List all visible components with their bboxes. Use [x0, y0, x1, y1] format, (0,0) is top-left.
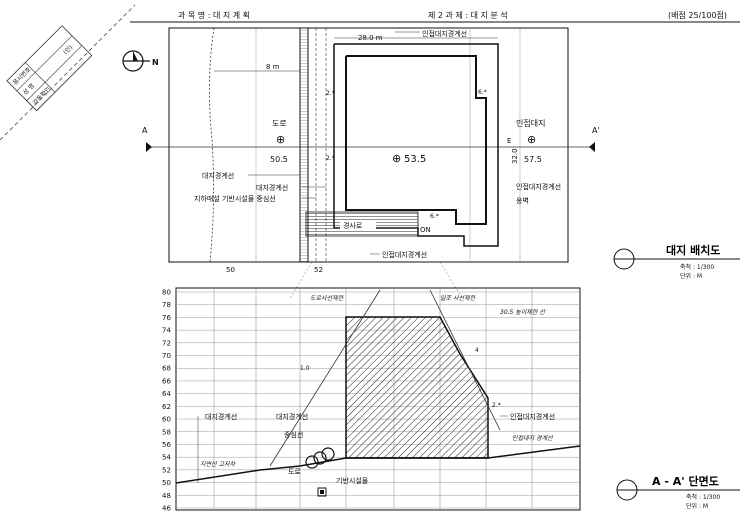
note-left: 도로사선제한: [310, 295, 345, 302]
label-adj-site: 인접대지: [516, 118, 545, 128]
el-marker-center: ⊕: [392, 152, 401, 165]
label-site-boundary: 대지경계선: [202, 171, 234, 180]
site-plan-title: 대지 배치도 축척 : 1/300 단위 : M: [613, 243, 740, 280]
mark-2: 2.*: [492, 402, 501, 409]
sec-label-adj: 인접대지경계선: [510, 412, 555, 421]
section-title: A - A' 단면도 축척 : 1/300 단위 : M: [616, 474, 740, 510]
setback-bottom: 6.*: [430, 213, 439, 220]
axis-50: 50: [226, 266, 235, 274]
section-left-label: A: [142, 126, 148, 135]
setback-top: 6.*: [478, 89, 487, 96]
label-road: 도로: [272, 119, 287, 128]
level-label: 60: [162, 416, 171, 424]
mark-4: 4: [475, 347, 479, 354]
setback-mid: 2.*: [326, 155, 335, 162]
stamp-seal: (인): [62, 44, 74, 56]
header-subject: 과 목 명 : 대 지 계 획: [178, 10, 250, 20]
sec-label-center: 중심선: [284, 430, 303, 439]
level-label: 74: [162, 327, 171, 335]
site-plan: A A' 경사로 ON 28.0 m 8 m 32.0 E 6.* 2.* 2.…: [142, 27, 600, 299]
label-e: E: [507, 137, 511, 145]
section-title-text: A - A' 단면도: [652, 474, 719, 488]
level-label: 48: [162, 492, 171, 500]
note-bottom: 인접대지 경계선: [512, 435, 554, 442]
site-plan-scale: 축척 : 1/300: [680, 263, 714, 271]
level-label: 46: [162, 505, 171, 513]
level-label: 56: [162, 441, 171, 449]
level-label: 52: [162, 466, 171, 474]
level-label: 66: [162, 377, 171, 385]
el-marker-right: ⊕: [527, 133, 536, 146]
level-label: 72: [162, 339, 171, 347]
sec-label-site-boundary: 대지경계선: [205, 412, 237, 421]
stamp-row-2: 성 명: [21, 82, 36, 97]
mark-10: 1.0: [300, 365, 310, 372]
slope-label: 경사로: [343, 221, 363, 230]
sec-label-road: 도로: [288, 468, 301, 476]
el-right: 57.5: [524, 155, 542, 164]
section-scale: 축척 : 1/300: [686, 493, 720, 501]
level-label: 78: [162, 301, 171, 309]
level-label: 70: [162, 352, 171, 360]
axis-52: 52: [314, 266, 323, 274]
el-center: 53.5: [404, 154, 426, 165]
label-adj-top: 인접대지경계선: [422, 29, 467, 38]
note-right: 일조 사선제한: [440, 295, 477, 302]
level-label: 64: [162, 390, 171, 398]
label-utility: 지하매설 기반시설물 중심선: [194, 194, 276, 203]
stamp-box: 응시번호 성 명 감독확인 (인): [6, 25, 93, 112]
section: 80 78 76 74 72 70 68 66 64 62 60 58 56 54 52 50 48 46 대지경…: [162, 287, 581, 513]
level-label: 54: [162, 454, 171, 462]
note-low: 지면선 고저차: [200, 461, 237, 468]
label-site-boundary2: 대지경계선: [256, 183, 288, 192]
sec-label-utility: 기반시설물: [336, 476, 369, 485]
header-problem: 제 2 과 제 : 대 지 분 석: [428, 10, 508, 20]
setback-left: 2.*: [326, 90, 335, 97]
level-label: 58: [162, 428, 171, 436]
dim-top: 28.0 m: [358, 34, 383, 42]
el-left: 50.5: [270, 155, 288, 164]
el-marker-left: ⊕: [276, 133, 285, 146]
label-adj-right: 인접대지경계선: [516, 182, 561, 191]
header-score: (배점 25/100점): [668, 10, 727, 20]
level-label: 62: [162, 403, 171, 411]
level-label: 50: [162, 479, 171, 487]
level-label: 68: [162, 365, 171, 373]
north-arrow: N: [122, 50, 159, 72]
section-unit: 단위 : M: [686, 502, 708, 510]
cut-line: [0, 4, 136, 141]
sec-label-site-boundary2: 대지경계선: [276, 412, 308, 421]
level-label: 76: [162, 314, 171, 322]
section-right-label: A': [592, 126, 600, 135]
on-label: ON: [420, 226, 431, 234]
dim-side: 32.0: [511, 148, 519, 164]
north-label: N: [152, 58, 159, 67]
site-plan-unit: 단위 : M: [680, 272, 702, 280]
label-wall: 옹벽: [516, 196, 529, 205]
level-label: 80: [162, 289, 171, 297]
label-adj-bottom: 인접대지경계선: [382, 250, 427, 259]
site-plan-title-text: 대지 배치도: [666, 243, 720, 257]
note-far: 30.5 높이제한 선: [500, 309, 546, 316]
dim-road: 8 m: [266, 63, 280, 71]
